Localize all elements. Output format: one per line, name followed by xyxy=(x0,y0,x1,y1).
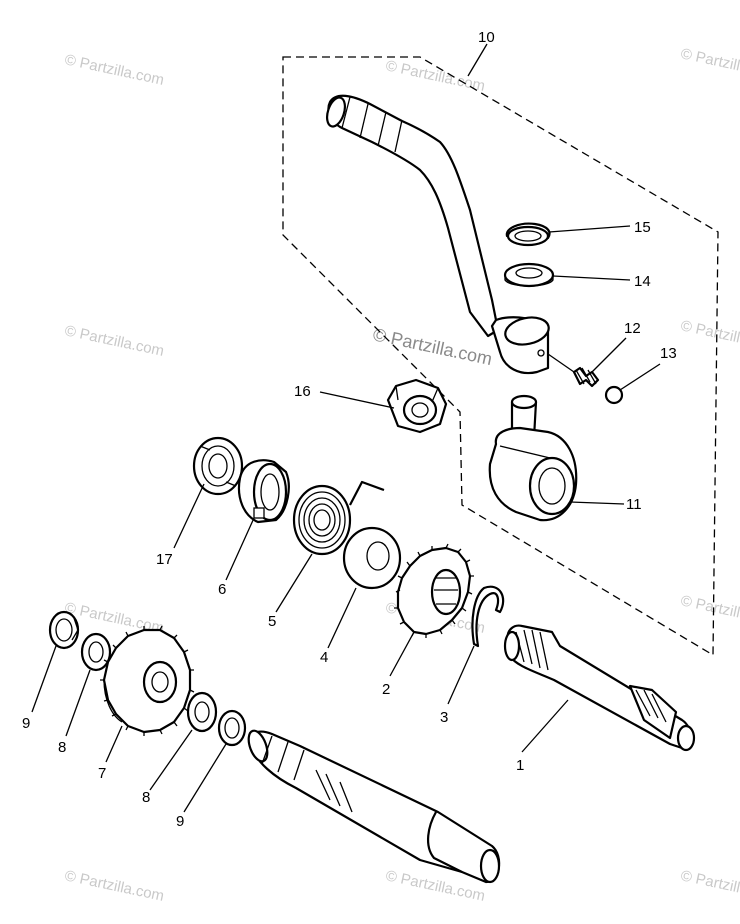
callout-13: 13 xyxy=(660,345,677,362)
washer-8-left xyxy=(80,632,112,672)
callout-15: 15 xyxy=(634,219,651,236)
kick-shaft-1 xyxy=(503,624,696,752)
watermark: © Partzilla.com xyxy=(63,867,165,905)
assembly-boundary xyxy=(282,56,719,657)
callout-14: 14 xyxy=(634,273,651,290)
torsion-spring-5 xyxy=(292,480,385,556)
idler-gear-7 xyxy=(100,625,195,736)
circlip-9-right xyxy=(217,709,247,747)
watermark: © Partzilla.com xyxy=(679,45,740,83)
callout-17: 17 xyxy=(156,551,173,568)
callout-10: 10 xyxy=(478,29,495,46)
watermark: © Partzilla.com xyxy=(63,51,165,89)
watermark: © Partzilla.com xyxy=(679,592,740,630)
circlip xyxy=(505,222,551,247)
watermark: © Partzilla.com xyxy=(384,57,486,95)
spring-12 xyxy=(572,366,600,388)
callout-8: 8 xyxy=(58,739,66,756)
callout-labels: 10 15 14 12 13 16 11 17 6 5 4 2 3 1 9 8 … xyxy=(22,29,677,830)
watermark: © Partzilla.com xyxy=(679,867,740,905)
watermark: © Partzilla.com xyxy=(63,322,165,360)
callout-2: 2 xyxy=(382,681,390,698)
callout-6: 6 xyxy=(218,581,226,598)
washer-4 xyxy=(342,526,402,590)
callout-16: 16 xyxy=(294,383,311,400)
circlip-9-left xyxy=(48,610,80,650)
callout-4: 4 xyxy=(320,649,328,666)
clip-3 xyxy=(471,585,505,648)
watermarks: © Partzilla.com © Partzilla.com © Partzi… xyxy=(63,45,740,905)
callout-1: 1 xyxy=(516,757,524,774)
callout-7: 7 xyxy=(98,765,106,782)
washer-14 xyxy=(503,262,555,288)
watermark: © Partzilla.com xyxy=(679,317,740,355)
boss-11 xyxy=(488,394,578,522)
callout-9: 9 xyxy=(22,715,30,732)
callout-8: 8 xyxy=(142,789,150,806)
callout-11: 11 xyxy=(626,496,642,513)
spring-guide-6 xyxy=(237,459,290,524)
callout-9: 9 xyxy=(176,813,184,830)
callout-3: 3 xyxy=(440,709,448,726)
leader-lines xyxy=(31,43,661,813)
callout-12: 12 xyxy=(624,320,641,337)
idler-shaft xyxy=(247,729,501,884)
oil-seal-17 xyxy=(192,436,244,496)
watermark-center: © Partzilla.com xyxy=(371,324,494,369)
washer-8-right xyxy=(186,691,218,733)
ball-13 xyxy=(604,385,624,405)
kick-lever xyxy=(325,94,550,375)
callout-5: 5 xyxy=(268,613,276,630)
kick-gear-2 xyxy=(394,543,474,638)
nut-16 xyxy=(386,378,448,434)
